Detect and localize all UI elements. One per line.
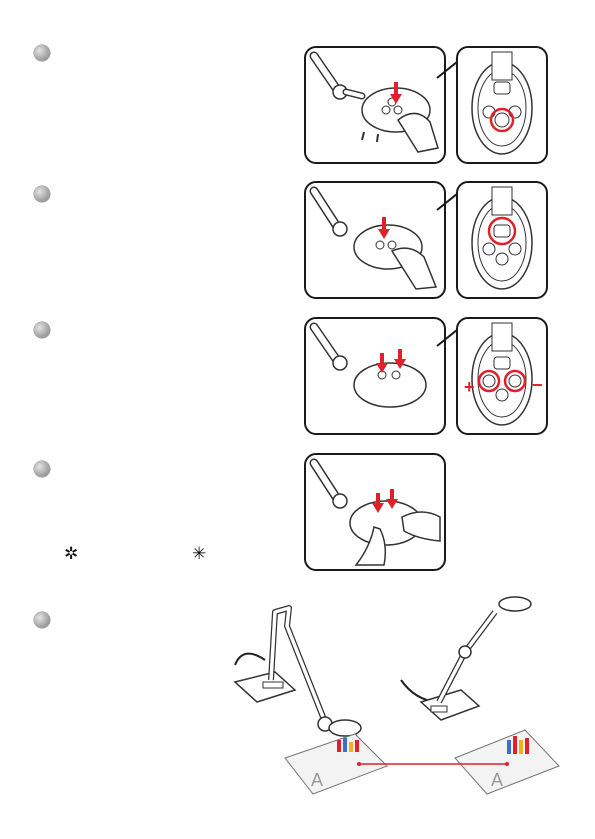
step-1-callout-pointer xyxy=(435,52,459,92)
step-3-illustration xyxy=(304,317,446,435)
step-2-zoom-panel xyxy=(456,181,548,299)
brightness-low-icon: ✳ xyxy=(192,545,206,562)
step-1-hand-illustration xyxy=(304,46,446,164)
step-2-hand-illustration xyxy=(304,181,446,299)
step-4-hands-illustration xyxy=(304,453,446,571)
svg-text:A: A xyxy=(311,770,323,790)
step-5-camera-illustration: A A xyxy=(225,590,565,815)
step-2-bullet xyxy=(34,186,50,202)
svg-text:A: A xyxy=(491,770,503,790)
step-3-bullet xyxy=(34,322,50,338)
step-1-zoom-panel xyxy=(456,46,548,164)
step-1-bullet xyxy=(34,45,50,61)
step-3-plus-label: + xyxy=(464,378,475,396)
step-2-callout-pointer xyxy=(435,186,459,226)
brightness-high-icon: ✲ xyxy=(64,545,78,562)
step-5-bullet xyxy=(34,612,50,628)
step-3-callout-pointer xyxy=(435,322,459,362)
step-4-bullet xyxy=(34,461,50,477)
step-3-minus-label: − xyxy=(532,376,543,394)
